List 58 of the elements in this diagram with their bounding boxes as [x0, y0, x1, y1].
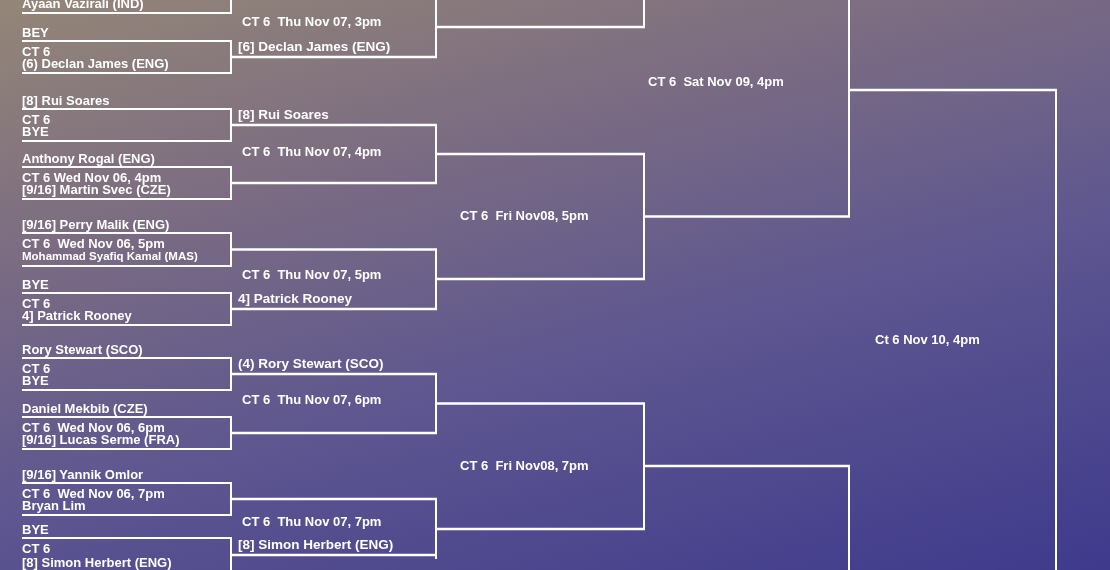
bracket-line — [645, 0, 850, 216]
player-name: Rory Stewart (SCO) — [22, 342, 143, 357]
player-name: [8] Simon Herbert (ENG) — [22, 555, 172, 570]
match-schedule: CT 6 Wed Nov 06, 5pm — [22, 236, 165, 251]
player-name: BYE — [22, 373, 49, 388]
match-schedule: CT 6 Fri Nov08, 5pm — [460, 208, 589, 223]
player-name: [9/16] Yannik Omlor — [22, 467, 144, 482]
match-schedule: CT 6 — [22, 541, 51, 556]
winner-name: (4) Rory Stewart (SCO) — [238, 356, 384, 371]
match-schedule: CT 6 Fri Nov08, 7pm — [460, 458, 589, 473]
player-name: Anthony Rogal (ENG) — [22, 151, 155, 166]
bracket-connector — [437, 25, 645, 29]
bracket-connector — [437, 277, 645, 281]
bracket-connector — [232, 372, 437, 376]
player-name: [8] Rui Soares — [22, 93, 110, 108]
bracket-connector — [437, 527, 645, 531]
bracket-connector — [232, 497, 437, 501]
bracket-box — [22, 0, 232, 14]
match-schedule: Ct 6 Nov 10, 4pm — [875, 332, 980, 347]
winner-name: [8] Rui Soares — [238, 107, 329, 122]
bracket-connector — [232, 553, 437, 557]
player-name: BYE — [22, 277, 49, 292]
player-name: Bryan Lim — [22, 498, 86, 513]
match-schedule: CT 6 Wed Nov 06, 4pm — [22, 170, 162, 185]
bracket-connector — [850, 88, 1057, 92]
bracket-connector — [232, 181, 437, 185]
player-name: BYE — [22, 522, 49, 537]
match-schedule: CT 6 Wed Nov 06, 6pm — [22, 420, 165, 435]
bracket-connector — [232, 55, 437, 59]
bracket-connector — [645, 215, 850, 218]
match-schedule: CT 6 Thu Nov 07, 3pm — [242, 14, 382, 29]
player-name: BEY — [22, 25, 49, 40]
player-name: BYE — [22, 124, 49, 139]
winner-name: 4] Patrick Rooney — [238, 291, 353, 306]
bracket-connector — [232, 307, 437, 311]
bracket-connector — [232, 123, 437, 127]
match-schedule: CT 6 Sat Nov 09, 4pm — [648, 74, 784, 89]
match-schedule: CT 6 — [22, 44, 51, 59]
player-name: 4] Patrick Rooney — [22, 308, 132, 323]
bracket-connector — [232, 431, 437, 435]
player-name: (6) Declan James (ENG) — [22, 56, 169, 71]
match-schedule: CT 6 Thu Nov 07, 5pm — [242, 267, 382, 282]
match-schedule: CT 6 Thu Nov 07, 7pm — [242, 514, 382, 529]
winner-name: [6] Declan James (ENG) — [238, 39, 391, 54]
bracket-connector — [232, 248, 437, 251]
player-name: Mohammad Syafiq Kamal (MAS) — [22, 250, 198, 264]
match-schedule: CT 6 — [22, 361, 51, 376]
match-schedule: CT 6 Thu Nov 07, 4pm — [242, 144, 382, 159]
bracket-connector — [437, 152, 645, 156]
match-schedule: CT 6 Thu Nov 07, 6pm — [242, 392, 382, 407]
bracket-connector — [437, 402, 645, 405]
player-name: Daniel Mekbib (CZE) — [22, 401, 148, 416]
match-schedule: CT 6 — [22, 112, 51, 127]
bracket-connector — [645, 464, 850, 468]
match-schedule: CT 6 — [22, 296, 51, 311]
player-name: [9/16] Perry Malik (ENG) — [22, 217, 170, 232]
winner-name: [8] Simon Herbert (ENG) — [238, 537, 394, 552]
match-schedule: CT 6 Wed Nov 06, 7pm — [22, 486, 165, 501]
